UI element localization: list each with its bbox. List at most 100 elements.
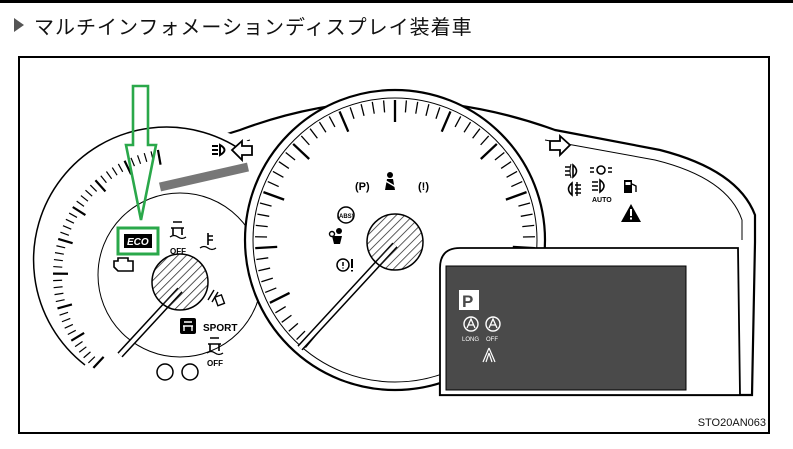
scale-minor-tick <box>518 202 531 207</box>
scale-minor-tick <box>272 170 284 178</box>
scale-major-tick <box>255 245 278 250</box>
scale-major-tick <box>480 143 498 160</box>
scale-minor-tick <box>255 224 268 228</box>
scale-minor-tick <box>100 175 107 184</box>
headlight-icon <box>212 143 226 157</box>
seatbelt-icon <box>383 172 397 190</box>
scale-minor-tick <box>76 200 85 207</box>
multi-information-display <box>445 265 687 391</box>
scale-minor-tick <box>53 286 63 289</box>
sport-label: SPORT <box>203 323 237 334</box>
scale-minor-tick <box>500 161 512 169</box>
lane-assist-off-icon: OFF <box>485 316 501 343</box>
tachometer-scale <box>52 149 162 369</box>
scale-minor-tick <box>89 184 98 192</box>
scale-major-tick <box>269 291 291 304</box>
scale-minor-tick <box>300 135 310 146</box>
scale-minor-tick <box>454 116 462 128</box>
scale-minor-tick <box>67 329 77 336</box>
scale-minor-tick <box>259 202 272 207</box>
off-label-3: OFF <box>486 337 498 343</box>
scale-minor-tick <box>511 180 523 188</box>
scale-minor-tick <box>87 356 96 364</box>
lane-assist-long-icon: LONG <box>462 316 479 343</box>
scale-major-tick <box>72 206 86 216</box>
scale-minor-tick <box>281 314 292 323</box>
callout-highlight-box <box>116 226 160 256</box>
scale-major-tick <box>92 356 105 369</box>
scale-major-tick <box>440 110 452 133</box>
scale-minor-tick <box>261 277 274 283</box>
scale-minor-tick <box>105 171 113 180</box>
slip-indicator-off-icon: OFF <box>169 221 187 256</box>
scale-minor-tick <box>55 299 65 303</box>
scale-minor-tick <box>65 218 75 224</box>
eco-callout <box>116 84 160 256</box>
scale-minor-tick <box>80 195 89 202</box>
scale-major-tick <box>70 331 85 342</box>
abs-icon: (ABS) <box>337 206 355 224</box>
scale-minor-tick <box>53 258 63 262</box>
trip-knob-right <box>181 363 199 381</box>
scale-minor-tick <box>494 152 505 161</box>
scale-minor-tick <box>285 152 296 161</box>
scale-minor-tick <box>275 306 287 314</box>
scale-minor-tick <box>309 128 318 139</box>
eco-indicator: ECO <box>124 234 152 248</box>
scale-minor-tick <box>61 317 71 323</box>
brake-warning-icon: (!) <box>418 181 429 193</box>
cluster-right-inner <box>544 139 743 240</box>
scale-minor-tick <box>143 152 148 162</box>
scale-minor-tick <box>463 121 472 133</box>
callout-down-arrow <box>124 84 158 221</box>
side-lights-icon <box>590 165 612 175</box>
scale-minor-tick <box>54 292 64 296</box>
scale-major-tick <box>292 143 310 160</box>
scale-major-tick <box>263 191 285 201</box>
top-rule <box>0 0 793 3</box>
scale-major-tick <box>94 179 107 193</box>
scale-major-tick <box>156 149 162 165</box>
front-fog-icon <box>565 163 578 179</box>
scale-major-tick <box>57 237 73 245</box>
scale-minor-tick <box>415 101 419 114</box>
section-title: マルチインフォメーションディスプレイ装着車 <box>34 14 473 39</box>
coolant-temp-icon <box>199 233 217 251</box>
scale-minor-tick <box>371 101 375 114</box>
figure-code: STO20AN063 <box>697 417 766 429</box>
trip-knob-left <box>156 363 174 381</box>
scale-major-tick <box>57 303 73 310</box>
scale-minor-tick <box>62 225 72 230</box>
long-label: LONG <box>462 337 479 343</box>
right-turn-arrow-icon <box>549 133 572 158</box>
tpms-icon <box>207 289 226 307</box>
scale-minor-tick <box>68 212 78 218</box>
tachometer-needle <box>117 253 209 358</box>
auto-headlight-icon: AUTO <box>592 178 612 204</box>
scale-minor-tick <box>64 323 74 329</box>
auto-label: AUTO <box>592 197 612 204</box>
park-indicator: P <box>459 290 479 311</box>
scale-minor-tick <box>130 157 136 167</box>
speedometer-needle <box>297 213 424 351</box>
park-label: P <box>462 292 473 311</box>
scale-minor-tick <box>85 189 93 197</box>
scale-minor-tick <box>425 104 430 116</box>
eco-label: ECO <box>127 237 149 248</box>
scale-minor-tick <box>472 128 481 139</box>
scale-minor-tick <box>117 163 124 173</box>
off-label-2: OFF <box>207 359 223 368</box>
scale-minor-tick <box>506 170 518 178</box>
scale-minor-tick <box>60 231 70 236</box>
scale-minor-tick <box>78 346 87 353</box>
scale-minor-tick <box>435 107 441 119</box>
scale-minor-tick <box>382 100 386 113</box>
check-engine-icon <box>113 257 134 272</box>
slip-indicator-icon <box>180 318 196 334</box>
scale-minor-tick <box>258 267 271 272</box>
scale-minor-tick <box>480 135 490 146</box>
scale-minor-tick <box>56 245 66 249</box>
airbag-icon <box>328 228 342 244</box>
vsc-off-icon: OFF <box>206 337 224 368</box>
